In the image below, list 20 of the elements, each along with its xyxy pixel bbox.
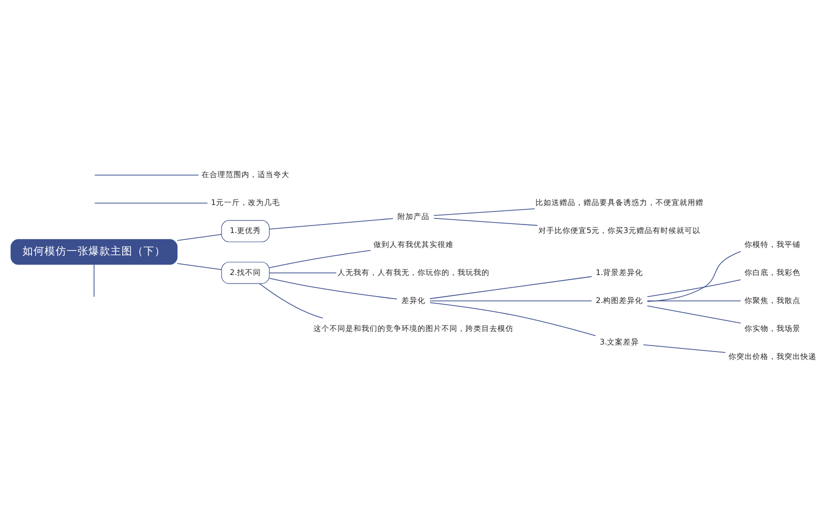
- connector: [94, 202, 208, 204]
- connector: [646, 305, 742, 324]
- connector: [94, 174, 199, 175]
- connector: [430, 302, 596, 336]
- connector: [268, 250, 371, 268]
- connector: [430, 276, 592, 299]
- connector: [268, 277, 398, 299]
- connector: [646, 278, 741, 297]
- connector: [430, 300, 592, 301]
- connector: [176, 262, 222, 270]
- connector: [176, 233, 222, 240]
- node-box: 如何模仿一张爆款主图（下）: [10, 238, 178, 264]
- connector: [434, 217, 538, 226]
- connector: [646, 250, 742, 302]
- connector: [269, 272, 337, 273]
- connector: [269, 218, 394, 230]
- connector: [646, 300, 742, 301]
- connector: [259, 282, 324, 318]
- connector: [643, 344, 726, 352]
- connector: [434, 208, 536, 216]
